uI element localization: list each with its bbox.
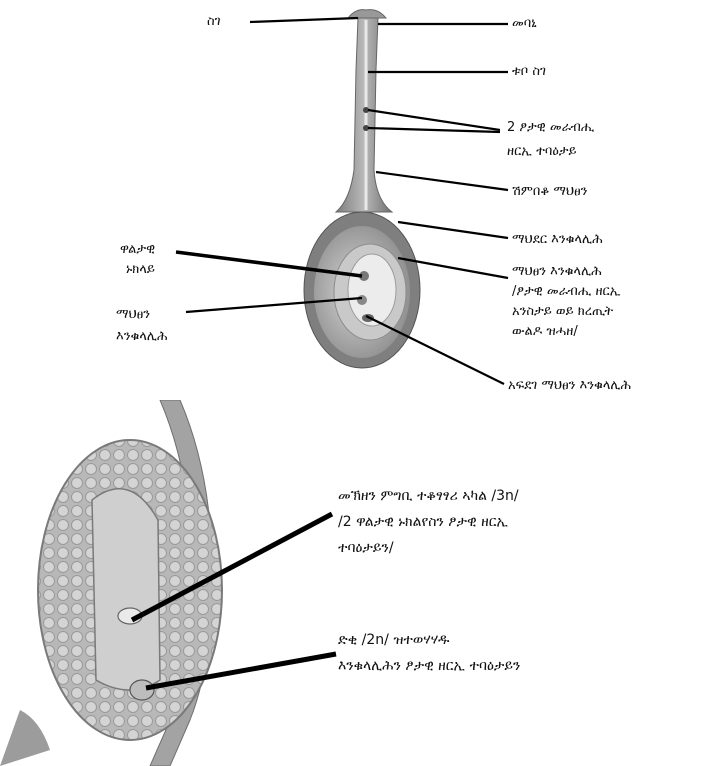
bottom-ovule-diagram <box>0 400 725 766</box>
label-egg-1: ማህፀን <box>116 305 150 325</box>
label-antipodal: አፍደገ ማህፀን እንቁላሊሕ <box>508 376 631 396</box>
label-ovule-4: ውልዶ ዝሓዘ/ <box>512 322 578 342</box>
label-egg-2: እንቁላሊሕ <box>116 327 168 347</box>
label-polar-nuclei-1: ዋልታዊ <box>120 240 155 260</box>
central-cell <box>92 489 160 690</box>
label-endosperm-3: ተባዕታይን/ <box>338 536 394 560</box>
label-endosperm-2: /2 ዋልታዊ ኑክልየስን ፆታዊ ዘርኢ <box>338 510 508 534</box>
label-zygote-2: እንቁላሊሕን ፆታዊ ዘርኢ ተባዕታይን <box>338 654 520 678</box>
label-sperm-nuclei-2: ዘርኢ ተባዕታይ <box>507 142 576 162</box>
egg-cell <box>357 295 367 305</box>
label-style-tip: መባኒ <box>512 14 537 34</box>
seed-base <box>0 710 50 766</box>
label-micropyle: ሽምበቆ ማህፀን <box>512 182 587 202</box>
label-endosperm-1: መኽዘን ምግቢ ተቆፃፃሪ ኣካል /3n/ <box>338 484 519 508</box>
label-polar-nuclei-2: ኑክላይ <box>126 260 155 280</box>
zygote <box>130 680 154 700</box>
label-stigma: ስገ <box>207 12 221 32</box>
label-ovule-1: ማህፀን እንቁላሊሕ <box>512 262 602 282</box>
stigma-shape <box>348 10 386 18</box>
label-style: ቱቦ ስገ <box>512 62 546 82</box>
label-ovule-3: አንስታይ ወይ ክረጢት <box>512 302 613 322</box>
top-pistil-diagram <box>0 0 725 400</box>
style-tube <box>336 18 392 212</box>
label-integument: ማህደር እንቁላሊሕ <box>512 230 603 250</box>
label-zygote-1: ድቂ /2n/ ዝተወሃሃዱ <box>338 628 449 652</box>
label-ovule-2: /ፆታዊ መራብሒ ዘርኢ <box>512 282 620 302</box>
label-sperm-nuclei-1: 2 ፆታዊ መራብሒ <box>507 118 594 138</box>
